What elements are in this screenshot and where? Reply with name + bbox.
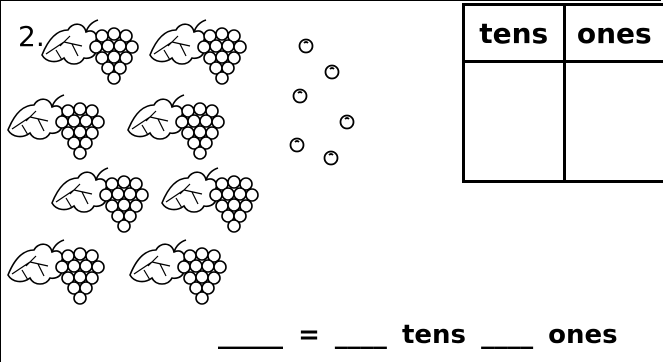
ones-column: ones [562,6,663,180]
grape-bunch [127,94,225,160]
grape-bunch [161,167,259,233]
tens-word: tens [401,320,467,350]
grape-bunch [7,94,105,160]
grape-bunch [129,239,227,305]
question-number: 2. [18,20,45,53]
single-grape [324,64,340,80]
grape-bunch [51,167,149,233]
grape-bunch [7,239,105,305]
tens-blank[interactable]: ____ [334,320,387,350]
single-grape [289,137,305,153]
tens-cell[interactable] [465,63,563,180]
place-value-table: tens ones [462,3,663,183]
single-grape [339,114,355,130]
equals-sign: = [298,320,320,350]
ones-word: ones [548,320,618,350]
single-grape [298,38,314,54]
tens-header: tens [465,6,563,63]
grape-bunch [41,19,139,85]
single-grape [292,88,308,104]
tens-column: tens [465,6,563,180]
equation-line: _____ = ____ tens ____ ones [218,320,624,350]
total-blank[interactable]: _____ [218,320,283,350]
ones-cell[interactable] [566,63,663,180]
single-grape [323,150,339,166]
grape-bunch [149,19,247,85]
ones-header: ones [565,6,663,63]
ones-blank[interactable]: ____ [481,320,534,350]
